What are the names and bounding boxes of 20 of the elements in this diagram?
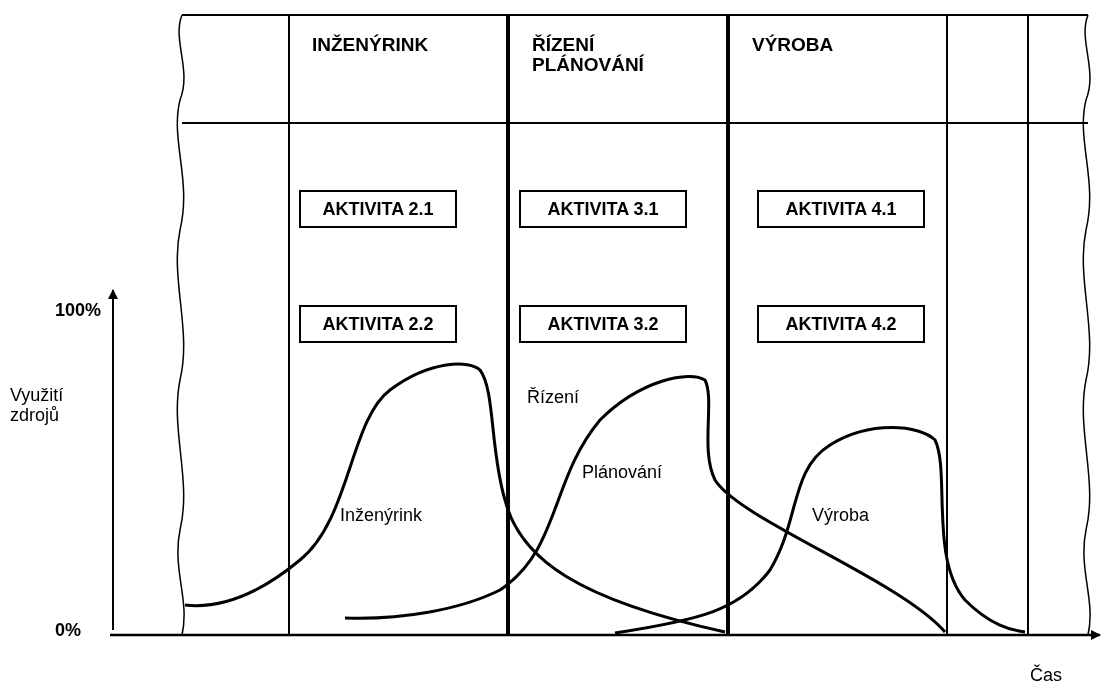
- activity-box: AKTIVITA 2.2: [299, 305, 457, 343]
- activity-box: AKTIVITA 3.2: [519, 305, 687, 343]
- axis-title: Čas: [1030, 665, 1063, 685]
- column-band: [728, 15, 948, 635]
- activity-box: AKTIVITA 4.2: [757, 305, 925, 343]
- column-band: [508, 15, 728, 635]
- activity-box: AKTIVITA 4.1: [757, 190, 925, 228]
- activity-box: AKTIVITA 3.1: [519, 190, 687, 228]
- scale-label: 0%: [55, 620, 82, 640]
- column-heading: VÝROBA: [752, 35, 835, 55]
- activity-box: AKTIVITA 2.1: [299, 190, 457, 228]
- scale-label: 100%: [55, 300, 103, 320]
- column-heading: INŽENÝRINK: [312, 35, 430, 55]
- column-heading: ŘÍZENÍ PLÁNOVÁNÍ: [532, 35, 645, 75]
- curve-label: Inženýrink: [340, 505, 424, 525]
- curve-label: Výroba: [812, 505, 871, 525]
- curve-label: Plánování: [582, 462, 664, 482]
- column-band: [288, 15, 508, 635]
- curve-label: Řízení: [527, 387, 581, 407]
- axis-title: Využití zdrojů: [10, 385, 65, 425]
